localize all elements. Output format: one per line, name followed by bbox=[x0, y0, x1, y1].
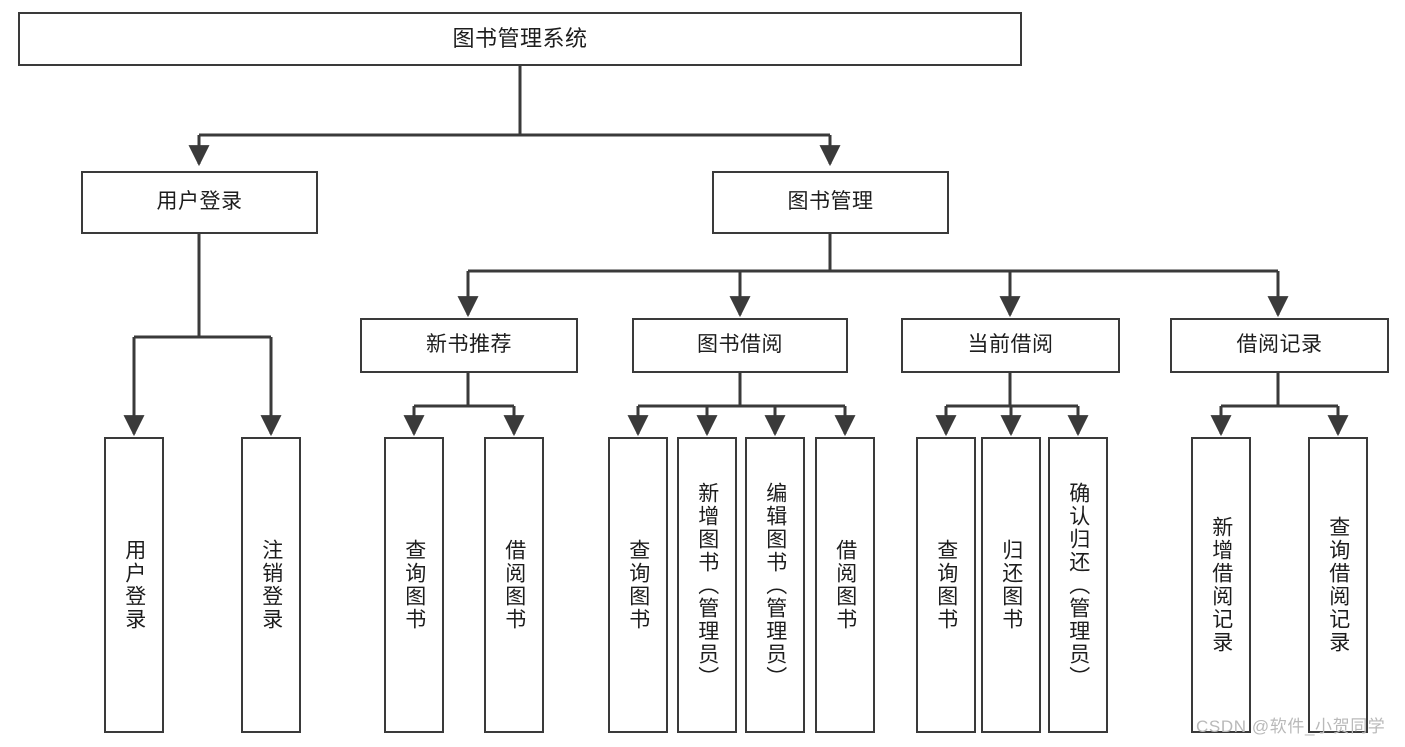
csdn-watermark: CSDN @软件_小贺同学 bbox=[1196, 717, 1386, 736]
node-label: 新增图书（管理员） bbox=[695, 481, 719, 689]
node-label: 查询图书 bbox=[402, 539, 426, 631]
leaf-add-borrow-record[interactable]: 新增借阅记录 bbox=[1191, 437, 1251, 733]
node-label: 查询图书 bbox=[934, 539, 958, 631]
leaf-edit-book-admin[interactable]: 编辑图书（管理员） bbox=[745, 437, 805, 733]
leaf-query-borrow-record[interactable]: 查询借阅记录 bbox=[1308, 437, 1368, 733]
node-label: 图书管理系统 bbox=[452, 26, 588, 52]
node-new-book-recommendation[interactable]: 新书推荐 bbox=[360, 318, 578, 373]
node-label: 查询借阅记录 bbox=[1326, 516, 1350, 654]
leaf-add-book-admin[interactable]: 新增图书（管理员） bbox=[677, 437, 737, 733]
node-root-system[interactable]: 图书管理系统 bbox=[18, 12, 1022, 66]
node-label: 用户登录 bbox=[156, 190, 243, 214]
leaf-borrow-books[interactable]: 借阅图书 bbox=[815, 437, 875, 733]
leaf-borrow-books-recommendation[interactable]: 借阅图书 bbox=[484, 437, 544, 733]
node-borrow-records[interactable]: 借阅记录 bbox=[1170, 318, 1389, 373]
node-label: 借阅图书 bbox=[502, 539, 526, 631]
node-label: 查询图书 bbox=[626, 539, 650, 631]
leaf-user-login[interactable]: 用户登录 bbox=[104, 437, 164, 733]
node-book-management[interactable]: 图书管理 bbox=[712, 171, 949, 234]
node-label: 当前借阅 bbox=[967, 333, 1054, 357]
node-book-borrow[interactable]: 图书借阅 bbox=[632, 318, 848, 373]
leaf-query-books-recommendation[interactable]: 查询图书 bbox=[384, 437, 444, 733]
node-label: 新增借阅记录 bbox=[1209, 516, 1233, 654]
node-label: 图书借阅 bbox=[697, 333, 783, 357]
leaf-query-books-current[interactable]: 查询图书 bbox=[916, 437, 976, 733]
node-label: 注销登录 bbox=[259, 539, 283, 631]
node-label: 用户登录 bbox=[122, 539, 146, 631]
leaf-logout[interactable]: 注销登录 bbox=[241, 437, 301, 733]
node-label: 确认归还（管理员） bbox=[1066, 481, 1090, 689]
leaf-return-books[interactable]: 归还图书 bbox=[981, 437, 1041, 733]
leaf-query-books-borrow[interactable]: 查询图书 bbox=[608, 437, 668, 733]
node-label: 借阅记录 bbox=[1236, 333, 1323, 357]
node-user-login[interactable]: 用户登录 bbox=[81, 171, 318, 234]
node-label: 归还图书 bbox=[999, 539, 1023, 631]
node-label: 编辑图书（管理员） bbox=[763, 481, 787, 689]
node-current-borrow[interactable]: 当前借阅 bbox=[901, 318, 1120, 373]
node-label: 新书推荐 bbox=[426, 333, 512, 357]
node-label: 借阅图书 bbox=[833, 539, 857, 631]
leaf-confirm-return-admin[interactable]: 确认归还（管理员） bbox=[1048, 437, 1108, 733]
node-label: 图书管理 bbox=[787, 190, 874, 214]
